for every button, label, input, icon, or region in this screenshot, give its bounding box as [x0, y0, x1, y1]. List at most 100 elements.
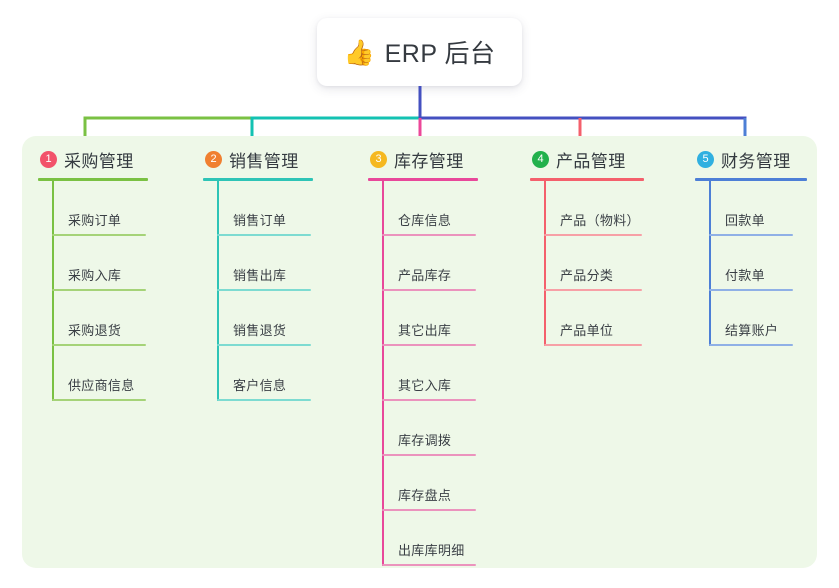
branch-item-rule — [52, 399, 146, 401]
branch-badge-1: 1 — [40, 150, 57, 168]
branch-item-rule — [709, 344, 793, 346]
branch-item-label: 其它出库 — [398, 323, 452, 338]
branch-column-3[interactable]: 3 库存管理仓库信息产品库存其它出库其它入库库存调拨库存盘点出库库明细 — [368, 146, 518, 566]
branch-spine-1 — [52, 181, 54, 401]
branch-item[interactable]: 产品库存 — [382, 236, 518, 291]
branch-item-label: 库存盘点 — [398, 488, 452, 503]
branches-panel — [22, 136, 817, 568]
branch-item-rule — [382, 344, 476, 346]
branch-column-2[interactable]: 2 销售管理销售订单销售出库销售退货客户信息 — [203, 146, 353, 401]
branch-item-rule — [52, 289, 146, 291]
branch-item-label: 库存调拨 — [398, 433, 452, 448]
branch-item-label: 供应商信息 — [68, 378, 135, 393]
branch-item-rule — [709, 234, 793, 236]
branch-items-4: 产品（物料） 产品分类产品单位 — [530, 181, 680, 346]
branch-item-label: 销售退货 — [233, 323, 287, 338]
branch-item[interactable]: 销售订单 — [217, 181, 353, 236]
branch-item[interactable]: 采购退货 — [52, 291, 188, 346]
branch-header-rule-5 — [695, 178, 807, 181]
branch-item-rule — [382, 564, 476, 566]
branch-item[interactable]: 仓库信息 — [382, 181, 518, 236]
branch-item-label: 其它入库 — [398, 378, 452, 393]
branch-header-rule-4 — [530, 178, 644, 181]
branch-header-rule-2 — [203, 178, 313, 181]
branch-item-rule — [52, 234, 146, 236]
branch-header-1[interactable]: 1 采购管理 — [38, 146, 188, 172]
branch-item[interactable]: 采购订单 — [52, 181, 188, 236]
branch-item-label: 采购入库 — [68, 268, 122, 283]
branch-item[interactable]: 库存调拨 — [382, 401, 518, 456]
branch-column-1[interactable]: 1 采购管理采购订单采购入库采购退货供应商信息 — [38, 146, 188, 401]
branch-item-label: 出库库明细 — [398, 543, 465, 558]
thumbs-up-icon: 👍 — [343, 37, 375, 67]
branch-items-5: 回款单付款单结算账户 — [695, 181, 839, 346]
branch-title-1: 采购管理 — [64, 151, 134, 171]
branch-item-rule — [544, 344, 642, 346]
branch-title-4: 产品管理 — [556, 151, 626, 171]
branch-item-label: 产品单位 — [560, 323, 614, 338]
branch-items-3: 仓库信息产品库存其它出库其它入库库存调拨库存盘点出库库明细 — [368, 181, 518, 566]
branch-badge-5: 5 — [697, 150, 714, 168]
branch-item[interactable]: 产品单位 — [544, 291, 680, 346]
branch-item-rule — [382, 234, 476, 236]
branch-item[interactable]: 出库库明细 — [382, 511, 518, 566]
branch-item[interactable]: 回款单 — [709, 181, 839, 236]
branch-item[interactable]: 供应商信息 — [52, 346, 188, 401]
branch-item-rule — [217, 234, 311, 236]
branch-badge-3: 3 — [370, 150, 387, 168]
branch-header-3[interactable]: 3 库存管理 — [368, 146, 518, 172]
branch-item[interactable]: 结算账户 — [709, 291, 839, 346]
branch-item-label: 仓库信息 — [398, 213, 452, 228]
branch-item-label: 产品分类 — [560, 268, 614, 283]
branch-item-rule — [709, 289, 793, 291]
branch-item[interactable]: 其它入库 — [382, 346, 518, 401]
branch-spine-4 — [544, 181, 546, 346]
branch-badge-2: 2 — [205, 150, 222, 168]
branch-item-label: 产品（物料） — [560, 213, 640, 228]
branch-item[interactable]: 产品分类 — [544, 236, 680, 291]
branch-item-label: 销售出库 — [233, 268, 287, 283]
branch-item[interactable]: 付款单 — [709, 236, 839, 291]
branch-item-label: 结算账户 — [725, 323, 779, 338]
root-node-title: ERP 后台 — [384, 40, 496, 68]
branch-item-rule — [217, 289, 311, 291]
branch-item[interactable]: 销售退货 — [217, 291, 353, 346]
branch-item-label: 销售订单 — [233, 213, 287, 228]
branch-header-2[interactable]: 2 销售管理 — [203, 146, 353, 172]
branch-item[interactable]: 销售出库 — [217, 236, 353, 291]
branch-spine-3 — [382, 181, 384, 566]
branch-badge-4: 4 — [532, 150, 549, 168]
branch-spine-2 — [217, 181, 219, 401]
branch-item-rule — [382, 454, 476, 456]
branch-header-rule-3 — [368, 178, 478, 181]
branch-item-label: 采购退货 — [68, 323, 122, 338]
root-node-erp-backend[interactable]: 👍 ERP 后台 — [317, 18, 522, 86]
branch-item[interactable]: 客户信息 — [217, 346, 353, 401]
branch-item-rule — [217, 399, 311, 401]
branch-item-label: 产品库存 — [398, 268, 452, 283]
branch-title-3: 库存管理 — [394, 151, 464, 171]
branch-item[interactable]: 其它出库 — [382, 291, 518, 346]
branch-item[interactable]: 库存盘点 — [382, 456, 518, 511]
branch-item-rule — [382, 509, 476, 511]
branch-item-label: 付款单 — [725, 268, 765, 283]
branch-header-4[interactable]: 4 产品管理 — [530, 146, 680, 172]
branch-item-rule — [382, 399, 476, 401]
branch-title-2: 销售管理 — [229, 151, 299, 171]
branch-item[interactable]: 采购入库 — [52, 236, 188, 291]
branch-item-label: 客户信息 — [233, 378, 287, 393]
branch-items-1: 采购订单采购入库采购退货供应商信息 — [38, 181, 188, 401]
branch-item-label: 回款单 — [725, 213, 765, 228]
branch-items-2: 销售订单销售出库销售退货客户信息 — [203, 181, 353, 401]
branch-column-4[interactable]: 4 产品管理产品（物料） 产品分类产品单位 — [530, 146, 680, 346]
branch-item-rule — [217, 344, 311, 346]
branch-spine-5 — [709, 181, 711, 346]
branch-item[interactable]: 产品（物料） — [544, 181, 680, 236]
branch-item-rule — [544, 289, 642, 291]
branch-item-rule — [52, 344, 146, 346]
branch-item-rule — [382, 289, 476, 291]
branch-header-rule-1 — [38, 178, 148, 181]
